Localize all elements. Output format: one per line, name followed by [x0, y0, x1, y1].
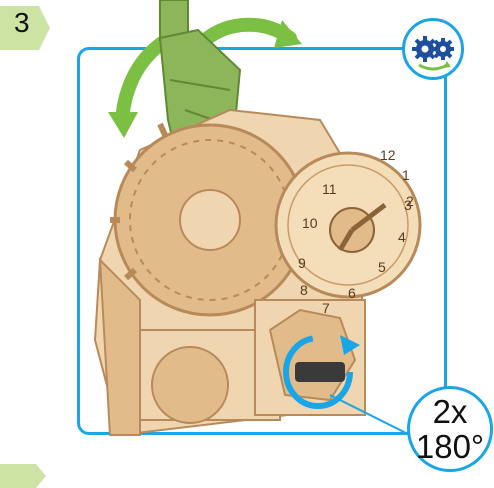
dial-number: 11: [322, 181, 337, 197]
dial-number: 1: [402, 167, 410, 183]
rotation-angle: 180°: [416, 430, 484, 463]
dial-number: 12: [380, 147, 396, 163]
dial-number: 6: [348, 285, 356, 301]
dial-number: 7: [322, 300, 330, 316]
dial-number: 5: [378, 259, 386, 275]
dial-number: 8: [300, 282, 308, 298]
dial-number: 4: [398, 229, 406, 245]
gear-badge: [402, 18, 464, 80]
rotation-count: 2x: [433, 395, 468, 428]
dial-number: 3: [404, 197, 412, 213]
rotation-spec-badge: 2x 180°: [407, 386, 493, 472]
dial-number: 10: [302, 215, 318, 231]
dial-number: 9: [298, 255, 306, 271]
gear-pair-icon: [405, 21, 461, 77]
